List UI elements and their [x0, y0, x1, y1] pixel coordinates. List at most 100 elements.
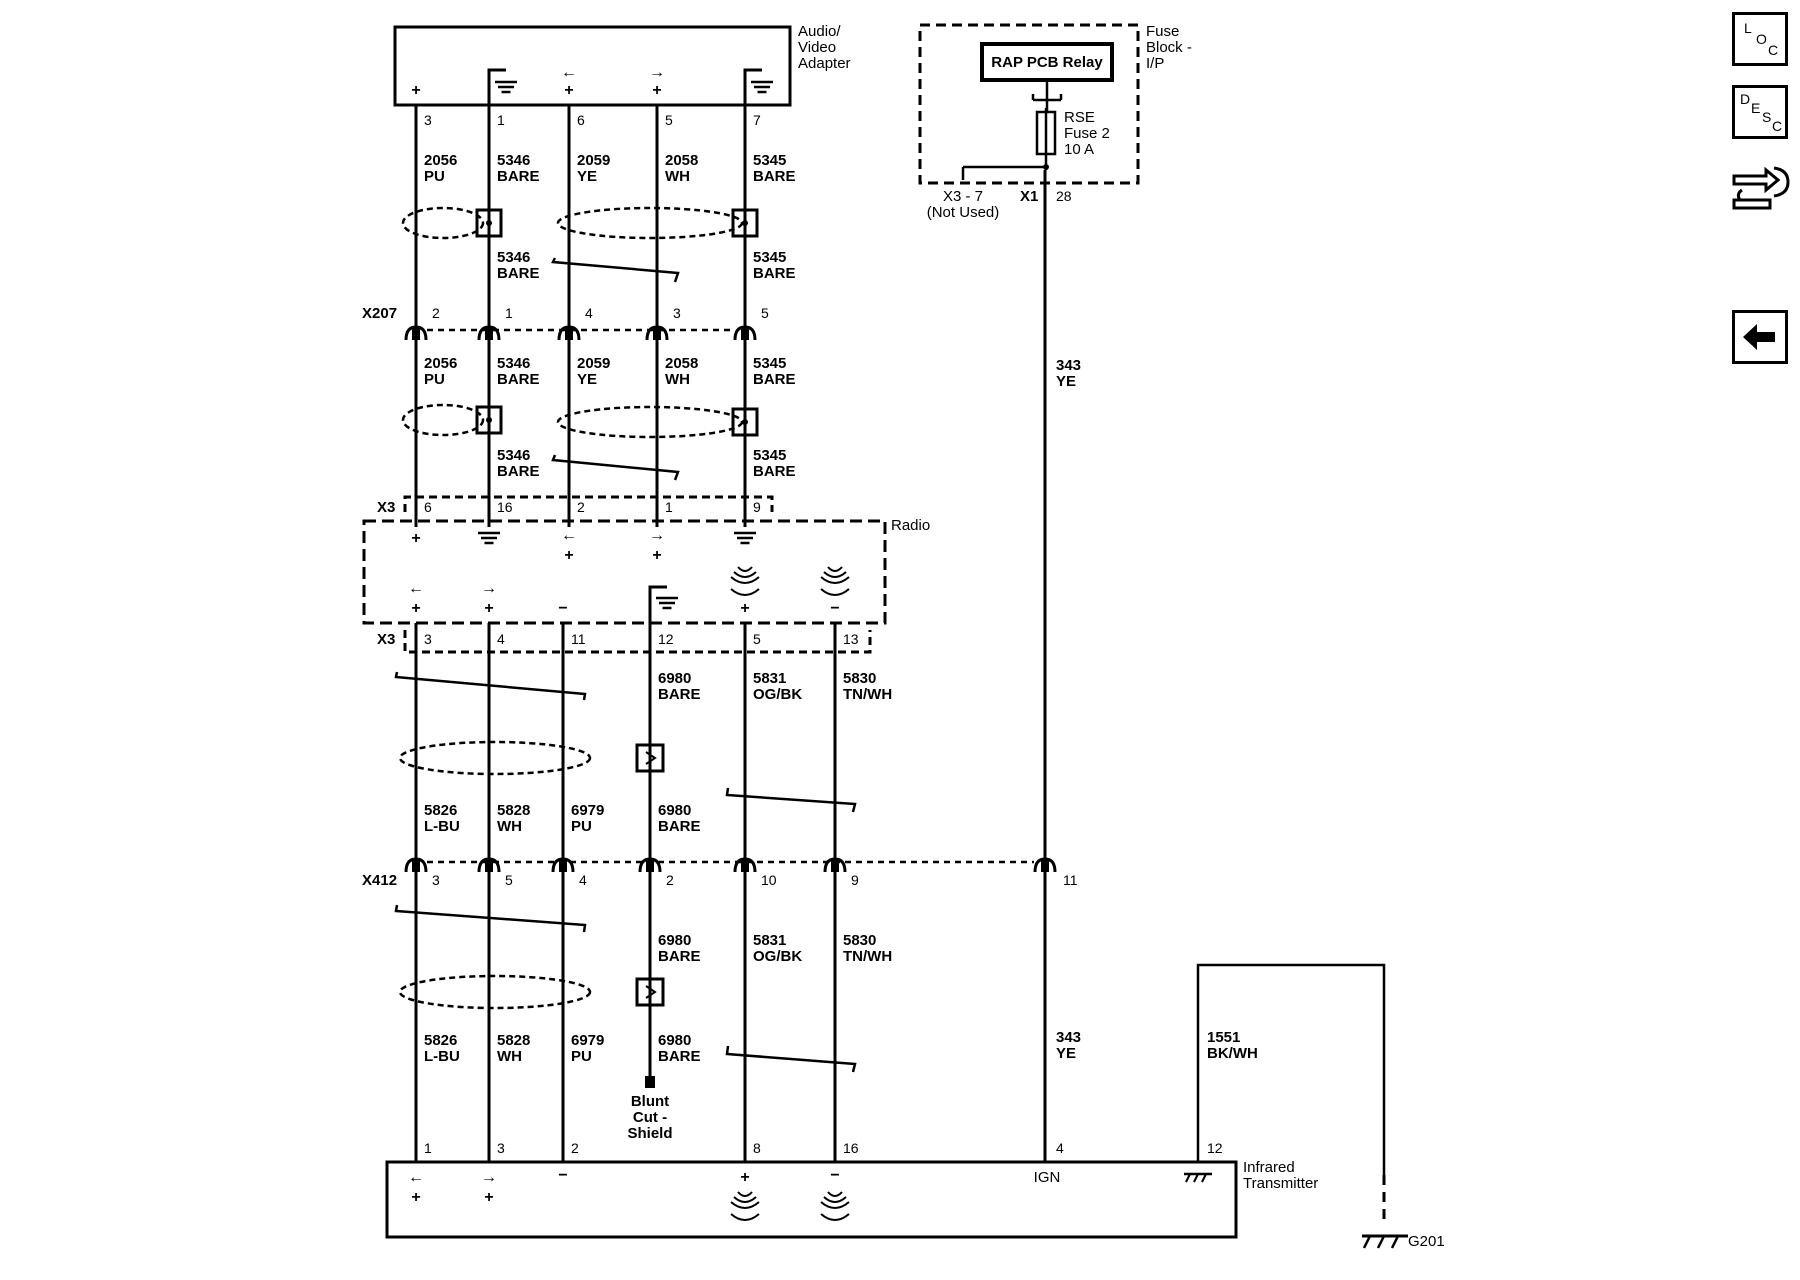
circuit-number: 2059: [577, 152, 610, 169]
av-plus-6: +: [564, 82, 573, 99]
lower-wires: [414, 170, 1047, 1162]
fuse-name-3: 10 A: [1064, 141, 1094, 158]
pin: 8: [753, 1140, 761, 1156]
circuit-number: 2056: [424, 152, 457, 169]
location-button[interactable]: L O C: [1732, 12, 1788, 66]
connector-name: X412: [362, 872, 397, 889]
wire-color: PU: [424, 371, 445, 388]
upper-wire-labels-b: 2056 PU 5346 BARE 2059 YE 2058 WH 5345 B…: [424, 355, 796, 388]
circuit-number: 6979: [571, 1032, 604, 1049]
radio-ground-icon-3: [654, 596, 680, 610]
description-icon-letter: S: [1762, 109, 1772, 125]
av-plus-3: +: [411, 82, 420, 99]
radio-minus: −: [558, 600, 567, 617]
back-arrow-icon: [1743, 324, 1775, 350]
connector-view-button[interactable]: [1730, 160, 1792, 220]
pin: 3: [673, 305, 681, 321]
circuit-number: 5831: [753, 670, 786, 687]
speaker-icon: [820, 1191, 850, 1221]
wire-color: OG/BK: [753, 686, 802, 703]
av-adapter-name-3: Adapter: [798, 55, 851, 72]
pin: 3: [424, 631, 432, 647]
fuse-name-1: RSE: [1064, 109, 1095, 126]
location-icon-letter: L: [1744, 20, 1752, 36]
circuit-number: 2059: [577, 355, 610, 372]
radio-right-arrow: →: [481, 580, 497, 597]
connector-name: X207: [362, 305, 397, 322]
location-icon-letter: C: [1768, 42, 1779, 58]
pin: 12: [658, 631, 674, 647]
wire-color: BARE: [753, 168, 796, 185]
wire-color: BARE: [658, 948, 701, 965]
pin: 1: [505, 305, 513, 321]
blunt-cut-label-3: Shield: [627, 1125, 672, 1142]
wire-color: BARE: [497, 265, 540, 282]
description-icon-letter: D: [1740, 91, 1751, 107]
av-pins: 3 1 6 5 7: [424, 112, 761, 128]
relay-name: RAP PCB Relay: [991, 54, 1103, 71]
ir-name-2: Transmitter: [1243, 1175, 1318, 1192]
pin: 12: [1207, 1140, 1223, 1156]
wire-color: BARE: [753, 371, 796, 388]
radio-plus: +: [564, 547, 573, 564]
wire-color: YE: [1056, 1045, 1076, 1062]
circuit-number: 1551: [1207, 1029, 1240, 1046]
wire-color: BARE: [658, 686, 701, 703]
radio-plus: +: [740, 600, 749, 617]
pin: 9: [753, 499, 761, 515]
circuit-number: 5831: [753, 932, 786, 949]
pin: 7: [753, 112, 761, 128]
wire-color: TN/WH: [843, 686, 892, 703]
description-icon-letter: E: [1751, 100, 1761, 116]
wire-color: PU: [571, 818, 592, 835]
circuit-number: 5826: [424, 1032, 457, 1049]
circuit-number: 5346: [497, 355, 530, 372]
speaker-icon: [730, 1191, 760, 1221]
wire-color: WH: [665, 168, 690, 185]
fuse-block-name-2: Block -: [1146, 39, 1192, 56]
circuit-number: 5345: [753, 355, 786, 372]
ir-minus: −: [830, 1167, 839, 1184]
pin: 16: [497, 499, 513, 515]
wire-color: WH: [497, 818, 522, 835]
fuse-name-2: Fuse 2: [1064, 125, 1110, 142]
pin: 4: [579, 872, 587, 888]
not-used-label-1: X3 - 7: [943, 188, 983, 205]
circuit-number: 2058: [665, 152, 698, 169]
connector-name: X3: [377, 499, 395, 516]
wire-color: BARE: [497, 463, 540, 480]
upper-wire-labels-a: 2056 PU 5346 BARE 2059 YE 2058 WH 5345 B…: [424, 152, 796, 185]
radio: Radio X3 X3 6 16 2 1 9 + ← + → + ← + → +…: [362, 495, 930, 654]
shield-pair-b: [401, 403, 759, 481]
av-ground-icon-2: [749, 80, 775, 94]
circuit-number: 5346: [497, 249, 530, 266]
pin: 16: [843, 1140, 859, 1156]
circuit-number: 5826: [424, 802, 457, 819]
fuse-block-name-1: Fuse: [1146, 23, 1179, 40]
circuit-number: 6979: [571, 802, 604, 819]
av-ground-icon-1: [493, 80, 519, 94]
circuit-number: 6980: [658, 932, 691, 949]
circuit-number: 5345: [753, 249, 786, 266]
radio-ground-icon-2: [732, 531, 758, 545]
pin: 13: [843, 631, 859, 647]
pin: 3: [424, 112, 432, 128]
description-button[interactable]: D E S C: [1732, 85, 1788, 139]
pin: 1: [497, 112, 505, 128]
wire-color: TN/WH: [843, 948, 892, 965]
circuit-number: 5828: [497, 1032, 530, 1049]
back-button[interactable]: [1732, 310, 1788, 364]
circuit-number: 2056: [424, 355, 457, 372]
circuit-number: 5830: [843, 670, 876, 687]
lower-wire-labels-a: 6980 BARE 5831 OG/BK 5830 TN/WH 5826 L-B…: [424, 670, 892, 835]
connector-icon: [1732, 166, 1790, 210]
circuit-number: 2058: [665, 355, 698, 372]
radio-left-arrow: ←: [561, 527, 577, 544]
wire-color: WH: [497, 1048, 522, 1065]
ir-minus: −: [558, 1167, 567, 1184]
wire-color: BK/WH: [1207, 1045, 1258, 1062]
ir-left-arrow: ←: [408, 1169, 424, 1186]
av-right-arrow: →: [649, 64, 665, 81]
ground-circuit: G201 1551 BK/WH: [1196, 963, 1445, 1250]
